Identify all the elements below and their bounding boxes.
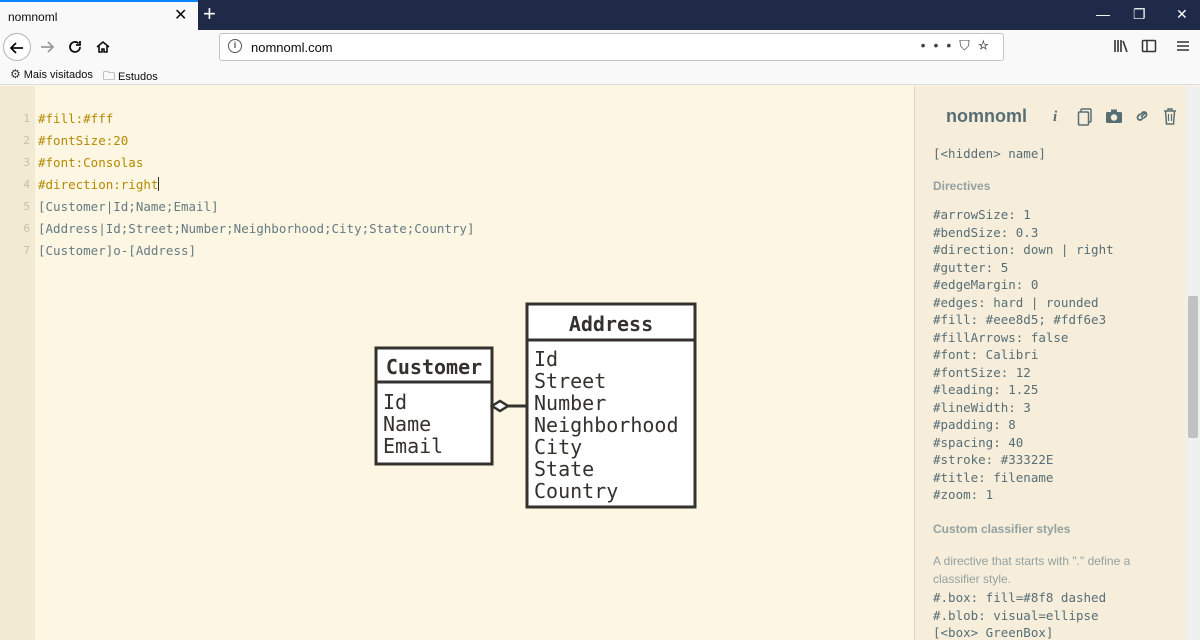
reference-sidebar: nomnoml i [<hidden> name] Directives #ar… [914,86,1200,640]
sidebar-title: nomnoml [946,106,1027,126]
address-class: Address Id Street Number Neighborhood Ci… [525,302,697,509]
directive-item: #font: Calibri [933,347,1039,362]
line-number: 6 [23,222,30,235]
address-field: Country [534,479,618,503]
customer-box [374,346,494,466]
syntax-example: [<hidden> name] [933,146,1046,161]
url-text[interactable]: nomnoml.com [251,40,333,55]
address-field: Street [534,369,606,393]
pocket-icon[interactable]: ⛉ [959,37,978,53]
line-number: 2 [23,134,30,147]
scrollbar-thumb[interactable] [1188,296,1198,438]
directive-item: #zoom: 1 [933,487,994,502]
customer-field: Email [383,434,443,458]
tab-nomnoml[interactable]: nomnoml ✕ [0,0,198,30]
address-field: State [534,457,594,481]
close-window-button[interactable]: ✕ [1176,6,1188,22]
directive-item: #fontSize: 12 [933,364,1031,380]
directive-item: #leading: 1.25 [933,382,1039,397]
more-dots-icon[interactable]: ••• [920,37,960,53]
address-field: Id [534,347,558,371]
code-line[interactable]: #fill:#fff [38,111,114,126]
gear-icon: ⚙ [10,67,21,81]
camera-icon[interactable] [1105,108,1123,129]
code-line[interactable]: #direction:right [38,177,160,192]
directive-item: #edges: hard | rounded [933,294,1099,310]
customer-class: Customer Id Name Email [374,346,494,466]
sidebar-scrollbar[interactable] [1186,86,1200,640]
custom-styles-description: A directive that starts with "." define … [933,554,1131,586]
directive-item: #title: filename [933,469,1054,485]
line-number: 7 [23,244,30,257]
reload-icon[interactable] [61,33,89,61]
tab-close-icon[interactable]: ✕ [174,7,188,24]
bookmarks-bar: ⚙Mais visitados 🗀Estudos [0,64,1200,85]
tab-title: nomnoml [8,10,58,24]
minimize-button[interactable]: — [1096,6,1110,22]
directive-item: #fill: #eee8d5; #fdf6e3 [933,312,1107,327]
line-number: 1 [23,112,30,125]
line-gutter: 1 2 3 4 5 6 7 [0,86,35,640]
custom-style-example: [<box> GreenBox] [933,625,1054,640]
line-number: 3 [23,156,30,169]
customer-field: Id [383,390,407,414]
restore-button[interactable]: ❐ [1133,6,1146,22]
address-box [525,302,697,509]
custom-styles-heading: Custom classifier styles [933,522,1071,536]
uml-diagram: Customer Id Name Email Address Id Street… [374,302,697,509]
directive-item: #fillArrows: false [933,329,1069,345]
directive-item: #gutter: 5 [933,259,1009,275]
directives-heading: Directives [933,179,991,193]
directive-item: #direction: down | right [933,242,1114,257]
tab-bar: nomnoml ✕ + — ❐ ✕ [0,0,1200,30]
directive-item: #bendSize: 0.3 [933,224,1039,240]
directive-item: #lineWidth: 3 [933,399,1031,415]
navigation-bar: i nomnoml.com •••⛉☆ [0,30,1200,64]
customer-title: Customer [386,355,482,379]
address-field: Neighborhood [534,413,679,437]
code-line[interactable]: [Address|Id;Street;Number;Neighborhood;C… [38,221,475,236]
line-number: 4 [23,178,30,191]
code-line[interactable]: [Customer]o-[Address] [38,243,197,258]
aggregation-diamond [489,399,511,413]
directive-item: #stroke: #33322E [933,452,1054,467]
library-icon[interactable] [1113,38,1129,57]
forward-arrow-icon[interactable] [33,33,61,61]
line-number: 5 [23,200,30,213]
address-field: Number [534,391,606,415]
code-editor[interactable]: 1 2 3 4 5 6 7 #fill:#fff #fontSize:20 #f… [0,86,914,640]
directive-item: #padding: 8 [933,417,1016,432]
code-line[interactable]: #fontSize:20 [38,133,129,148]
aggregation-relation [489,399,527,413]
directive-item: #spacing: 40 [933,434,1024,450]
directive-item: #edgeMargin: 0 [933,277,1039,292]
bookmark-label: Estudos [118,71,158,83]
bookmark-estudos[interactable]: 🗀Estudos [103,67,158,88]
custom-style-example: #.blob: visual=ellipse [933,607,1099,623]
custom-style-example: #.box: fill=#8f8 dashed [933,590,1107,605]
sidebar-icon[interactable] [1141,38,1157,57]
new-tab-button[interactable]: + [203,1,216,26]
home-icon[interactable] [89,33,117,61]
address-title: Address [569,312,653,336]
trash-icon[interactable] [1163,108,1177,130]
folder-icon: 🗀 [103,69,116,83]
star-icon[interactable]: ☆ [977,37,997,53]
back-arrow-icon[interactable] [3,33,31,61]
menu-icon[interactable] [1175,38,1191,57]
copy-icon[interactable] [1077,108,1093,131]
address-field: City [534,435,582,459]
bookmark-mais-visitados[interactable]: ⚙Mais visitados [10,67,93,81]
directive-item: #arrowSize: 1 [933,207,1031,222]
code-line[interactable]: #font:Consolas [38,155,144,170]
info-icon[interactable]: i [1053,109,1058,125]
url-bar[interactable]: i nomnoml.com •••⛉☆ [219,33,1004,61]
text-cursor [158,177,160,191]
bookmark-label: Mais visitados [23,69,93,81]
url-actions: •••⛉☆ [921,37,997,54]
code-line[interactable]: [Customer|Id;Name;Email] [38,199,219,214]
customer-field: Name [383,412,431,436]
page-info-icon[interactable]: i [228,39,242,53]
link-icon[interactable] [1134,108,1150,129]
